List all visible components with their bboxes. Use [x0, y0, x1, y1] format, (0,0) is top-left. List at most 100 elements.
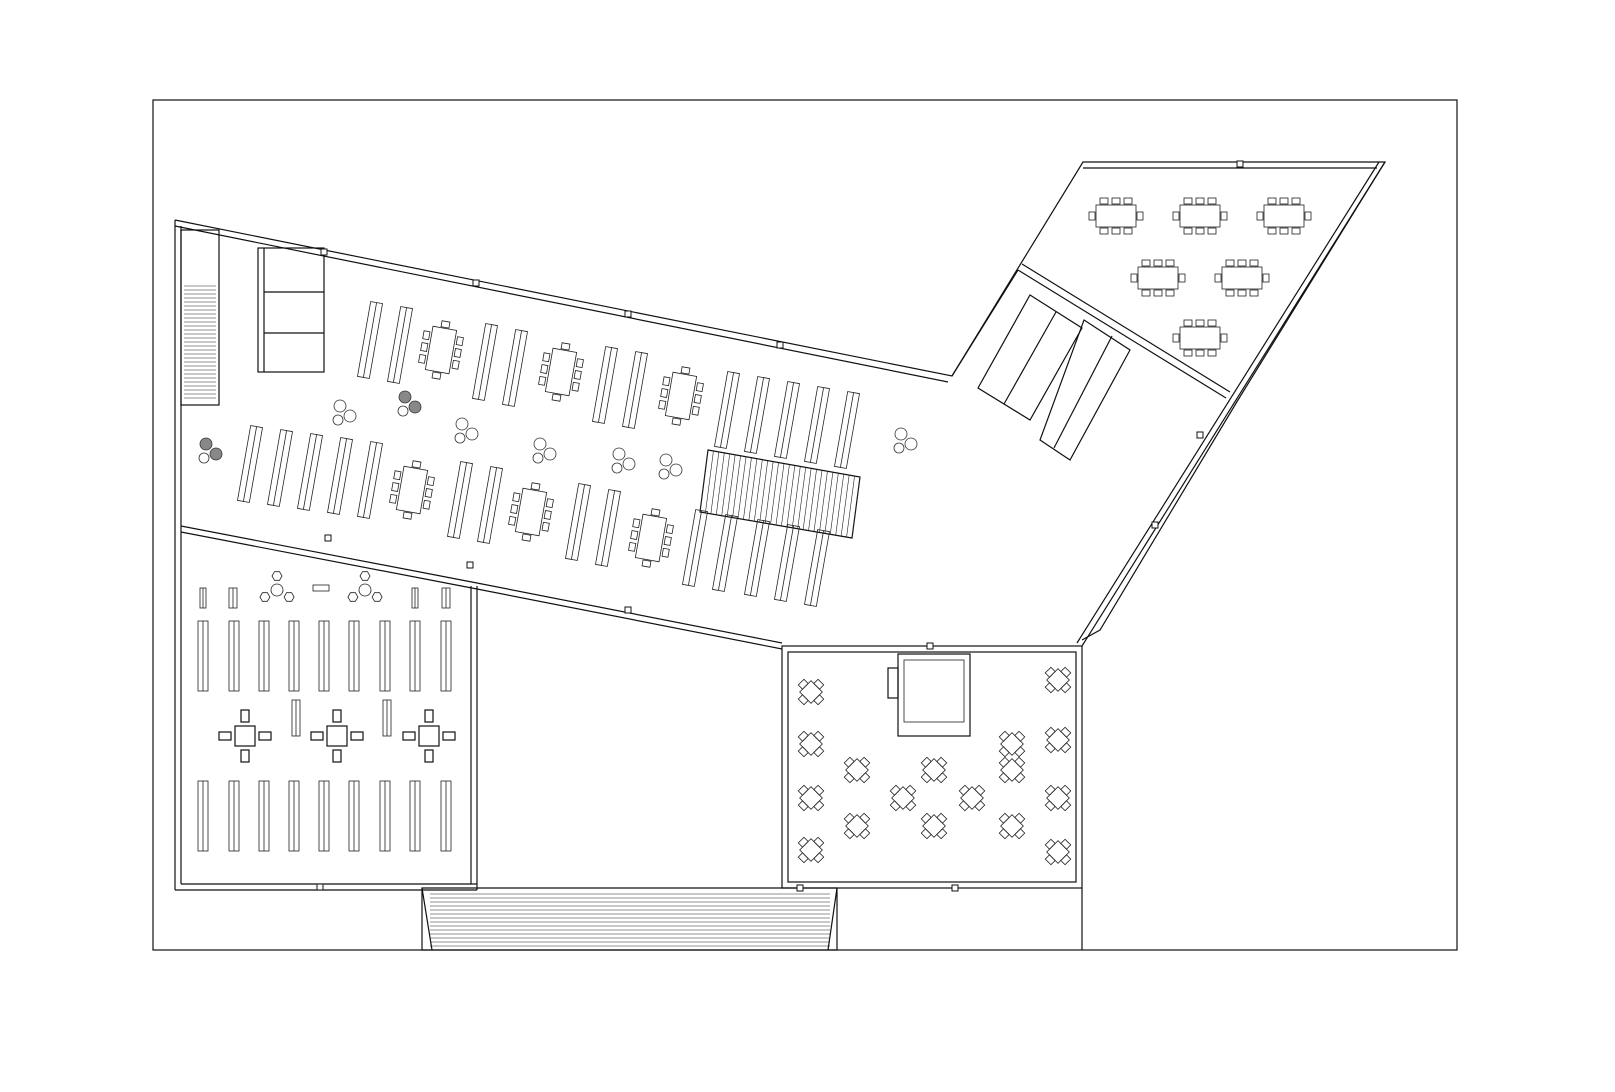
book-shelf: [477, 466, 503, 544]
lounge-chairs: [611, 447, 636, 474]
hex-table-set: [259, 571, 295, 602]
internal-stair-step: [824, 472, 834, 534]
internal-stair-step: [705, 450, 714, 513]
book-shelf: [197, 780, 209, 852]
internal-stair-step: [764, 461, 774, 524]
book-shelf: [288, 780, 300, 852]
wall-column: [472, 279, 480, 287]
wall-column: [1196, 431, 1204, 439]
book-shelf: [258, 780, 270, 852]
bistro-table-set: [889, 784, 917, 812]
book-shelf: [258, 620, 270, 692]
wall-column: [1236, 160, 1244, 168]
book-shelf: [348, 780, 360, 852]
wall-column: [796, 884, 804, 892]
service-stair: [180, 229, 220, 406]
building-outline: [174, 161, 1387, 950]
lounge-chairs: [198, 437, 223, 464]
book-shelf: [197, 620, 209, 692]
book-shelf: [714, 371, 740, 449]
bistro-table-set: [1044, 666, 1072, 694]
conference-table: [1172, 319, 1228, 357]
book-shelf: [440, 780, 452, 852]
book-shelf: [774, 524, 800, 602]
book-shelf: [472, 323, 498, 401]
bistro-table-set: [920, 756, 948, 784]
bistro-table-set: [998, 730, 1026, 758]
wall-column: [316, 883, 324, 891]
lounge-chairs: [658, 453, 683, 480]
book-shelf: [622, 351, 648, 429]
internal-stair-step: [786, 465, 796, 527]
internal-stair-step: [829, 473, 839, 535]
bistro-table-set: [797, 784, 825, 812]
wall-column: [466, 561, 474, 569]
wall-column: [624, 606, 632, 614]
internal-stair-step: [846, 475, 855, 538]
internal-stair-step: [759, 460, 769, 523]
book-shelf: [804, 386, 830, 464]
book-shelf: [409, 780, 421, 852]
conference-table: [1172, 197, 1228, 235]
internal-stair-step: [775, 463, 785, 526]
internal-stair-step: [743, 457, 752, 520]
square-table-set: [402, 709, 456, 763]
hex-table-set: [347, 571, 383, 602]
book-shelf: [712, 514, 738, 592]
study-table: [389, 460, 435, 520]
bench: [312, 584, 330, 592]
bistro-table-set: [920, 812, 948, 840]
meeting-wing-rooms: [977, 294, 1131, 461]
internal-stair-step: [781, 464, 790, 526]
wall-column: [624, 310, 632, 318]
study-table: [658, 366, 704, 426]
internal-stair-step: [802, 468, 812, 530]
book-shelf: [447, 461, 473, 539]
internal-stair-step: [770, 462, 779, 525]
study-table: [418, 320, 464, 380]
square-table-set: [310, 709, 364, 763]
book-shelf: [565, 483, 591, 561]
book-shelf: [228, 780, 240, 852]
book-shelf: [228, 620, 240, 692]
book-shelf: [228, 587, 238, 609]
book-shelf: [441, 587, 451, 609]
book-shelf: [297, 433, 323, 511]
book-shelf: [744, 376, 770, 454]
book-shelf: [502, 329, 528, 407]
internal-stair-step: [797, 467, 807, 529]
internal-stair-step: [813, 470, 823, 532]
internal-stair-step: [710, 451, 720, 514]
internal-stair-step: [721, 453, 731, 516]
internal-stair-step: [808, 469, 817, 531]
book-shelf: [804, 529, 830, 607]
book-shelf: [327, 437, 353, 515]
study-table: [538, 342, 584, 402]
internal-stair: [699, 449, 861, 539]
bistro-table-set: [998, 756, 1026, 784]
wall-column: [324, 534, 332, 542]
bistro-table-set: [998, 812, 1026, 840]
wall-column: [1151, 521, 1159, 529]
study-table: [508, 482, 554, 542]
bistro-table-set: [958, 784, 986, 812]
book-shelf: [774, 381, 800, 459]
internal-stair-step: [835, 474, 845, 536]
book-shelf: [379, 780, 391, 852]
book-shelf: [379, 620, 391, 692]
wall-column: [776, 341, 784, 349]
book-shelf: [291, 699, 301, 737]
lounge-chairs: [332, 399, 357, 426]
bistro-table-set: [1044, 784, 1072, 812]
book-shelf: [595, 489, 621, 567]
book-shelf: [409, 620, 421, 692]
wall-column: [926, 642, 934, 650]
internal-stair-step: [726, 454, 736, 517]
book-shelf: [592, 346, 618, 424]
book-shelf: [357, 441, 383, 519]
lounge-chairs: [893, 427, 918, 454]
bistro-table-set: [797, 836, 825, 864]
study-table: [628, 508, 674, 568]
book-shelf: [318, 780, 330, 852]
